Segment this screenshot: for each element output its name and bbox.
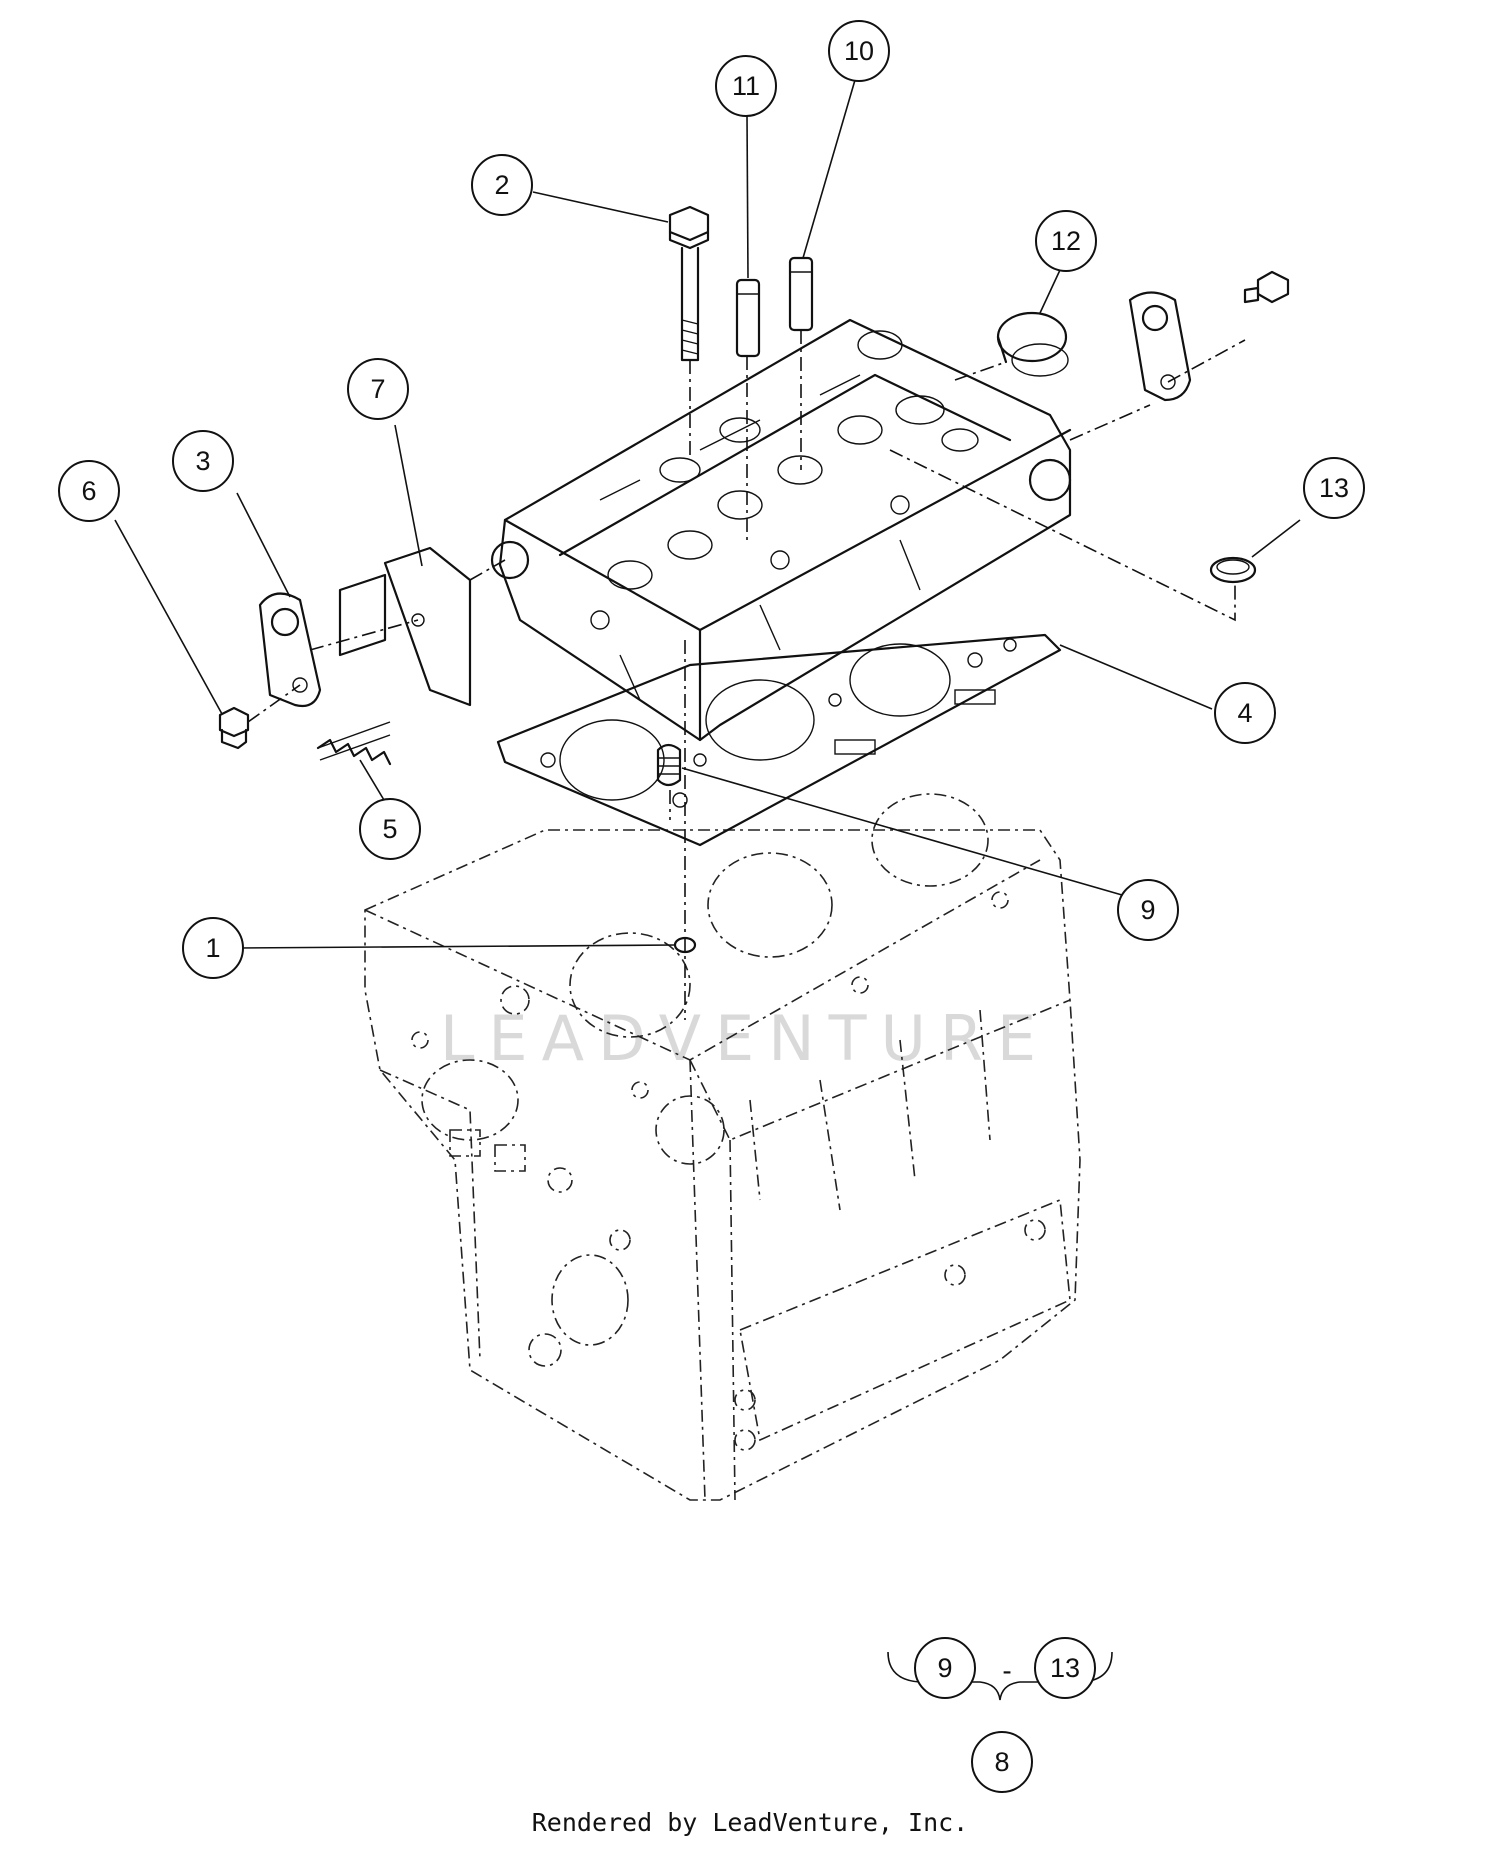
kit-range-separator: - <box>1002 1655 1011 1686</box>
svg-text:8: 8 <box>994 1747 1009 1777</box>
cylinder-head <box>490 318 1072 742</box>
callout-6[interactable]: 6 <box>58 460 120 522</box>
plug <box>656 743 682 787</box>
svg-text:3: 3 <box>195 446 210 476</box>
callout-5[interactable]: 5 <box>359 798 421 860</box>
right-hanger-plate <box>1128 291 1192 402</box>
kit-callout-from[interactable]: 9 <box>914 1637 976 1699</box>
callout-12[interactable]: 12 <box>1035 210 1097 272</box>
kit-group: 9 - 13 <box>914 1637 1096 1699</box>
spring <box>316 721 392 766</box>
callout-1[interactable]: 1 <box>182 917 244 979</box>
svg-text:6: 6 <box>81 476 96 506</box>
assembly-lines <box>247 330 1246 1020</box>
callout-2[interactable]: 2 <box>471 154 533 216</box>
head-gasket <box>496 633 1062 847</box>
o-ring-13 <box>1209 556 1257 584</box>
watermark-text: LEADVENTURE <box>440 1002 1050 1075</box>
render-credit: Rendered by LeadVenture, Inc. <box>531 1808 969 1837</box>
svg-text:2: 2 <box>494 170 509 200</box>
head-bolt <box>668 205 710 362</box>
svg-text:10: 10 <box>844 36 874 66</box>
sealing-cap <box>996 311 1069 377</box>
callout-3[interactable]: 3 <box>172 430 234 492</box>
engine-block <box>364 793 1081 1501</box>
right-hanger-bolt <box>1243 270 1290 304</box>
valve-guide-10 <box>788 256 814 332</box>
left-bracket <box>338 546 472 707</box>
callout-4[interactable]: 4 <box>1214 682 1276 744</box>
callout-11[interactable]: 11 <box>715 55 777 117</box>
callout-8[interactable]: 8 <box>971 1731 1033 1793</box>
callout-13[interactable]: 13 <box>1303 457 1365 519</box>
svg-text:9: 9 <box>1140 895 1155 925</box>
leader-lines <box>114 79 1301 1701</box>
svg-text:1: 1 <box>205 933 220 963</box>
svg-text:4: 4 <box>1237 698 1252 728</box>
left-hanger-bolt <box>218 706 250 750</box>
svg-text:11: 11 <box>732 71 760 101</box>
svg-text:13: 13 <box>1050 1653 1080 1683</box>
svg-text:7: 7 <box>370 374 385 404</box>
left-hanger-plate <box>258 592 322 708</box>
svg-text:9: 9 <box>937 1653 952 1683</box>
svg-text:12: 12 <box>1051 226 1081 256</box>
callout-9[interactable]: 9 <box>1117 879 1179 941</box>
svg-text:13: 13 <box>1319 473 1349 503</box>
svg-text:5: 5 <box>382 814 397 844</box>
kit-callout-to[interactable]: 13 <box>1034 1637 1096 1699</box>
callout-7[interactable]: 7 <box>347 358 409 420</box>
valve-guide-11 <box>735 278 761 358</box>
callout-10[interactable]: 10 <box>828 20 890 82</box>
